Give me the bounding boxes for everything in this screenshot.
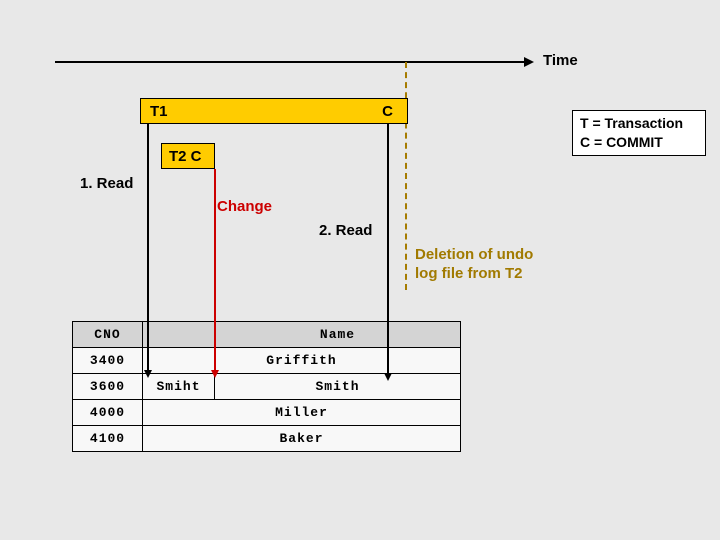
annotation-undo-deletion-line1: Deletion of undo [415, 246, 534, 263]
table-row: 4000 Miller [72, 399, 461, 426]
first-read-arrow-shaft [147, 124, 149, 370]
cell-cno: 4000 [72, 399, 143, 426]
t2-label: T2 C [169, 147, 202, 165]
arrow-down-icon [211, 370, 219, 378]
undo-deletion-dashed-line [405, 62, 407, 290]
annotation-undo-deletion: Deletion of undo log file from T2 [415, 245, 533, 283]
t1-commit-label: C [382, 102, 393, 120]
header-cell-name: Name [214, 321, 461, 348]
cell-name-highlighted: Smith [214, 373, 461, 400]
cell-name: Miller [142, 399, 461, 426]
change-arrow-shaft [214, 169, 216, 370]
second-read-arrow-shaft [387, 124, 389, 373]
time-label: Time [543, 52, 578, 69]
annotation-second-read: 2. Read [319, 222, 373, 239]
arrow-down-icon [384, 373, 392, 381]
header-cell-cno: CNO [72, 321, 143, 348]
cell-cno: 3400 [72, 347, 143, 374]
cell-old-name: Smiht [142, 373, 215, 400]
annotation-undo-deletion-line2: log file from T2 [415, 265, 523, 282]
transaction-t2-bar: T2 C [161, 143, 215, 169]
cell-name: Baker [142, 425, 461, 452]
timeline-line [55, 61, 525, 63]
cell-cno: 4100 [72, 425, 143, 452]
arrow-down-icon [144, 370, 152, 378]
table-row: 3400 Griffith [72, 347, 461, 374]
table-row: 3600 Smiht Smith [72, 373, 461, 400]
cell-name: Griffith [142, 347, 461, 374]
customer-table: CNO Name 3400 Griffith 3600 Smiht Smith … [72, 321, 461, 452]
legend-commit-line: C = COMMIT [580, 134, 663, 150]
table-row: 4100 Baker [72, 425, 461, 452]
table-header-row: CNO Name [72, 321, 461, 348]
legend-transaction-line: T = Transaction [580, 115, 684, 131]
legend-box: T = Transaction C = COMMIT [572, 110, 706, 156]
annotation-change: Change [217, 198, 273, 215]
cell-cno: 3600 [72, 373, 143, 400]
annotation-first-read: 1. Read [80, 175, 134, 192]
t1-label: T1 [150, 102, 168, 120]
arrow-right-icon [524, 57, 534, 67]
transaction-t1-bar: T1 C [140, 98, 408, 124]
header-cell-spacer [142, 321, 215, 348]
